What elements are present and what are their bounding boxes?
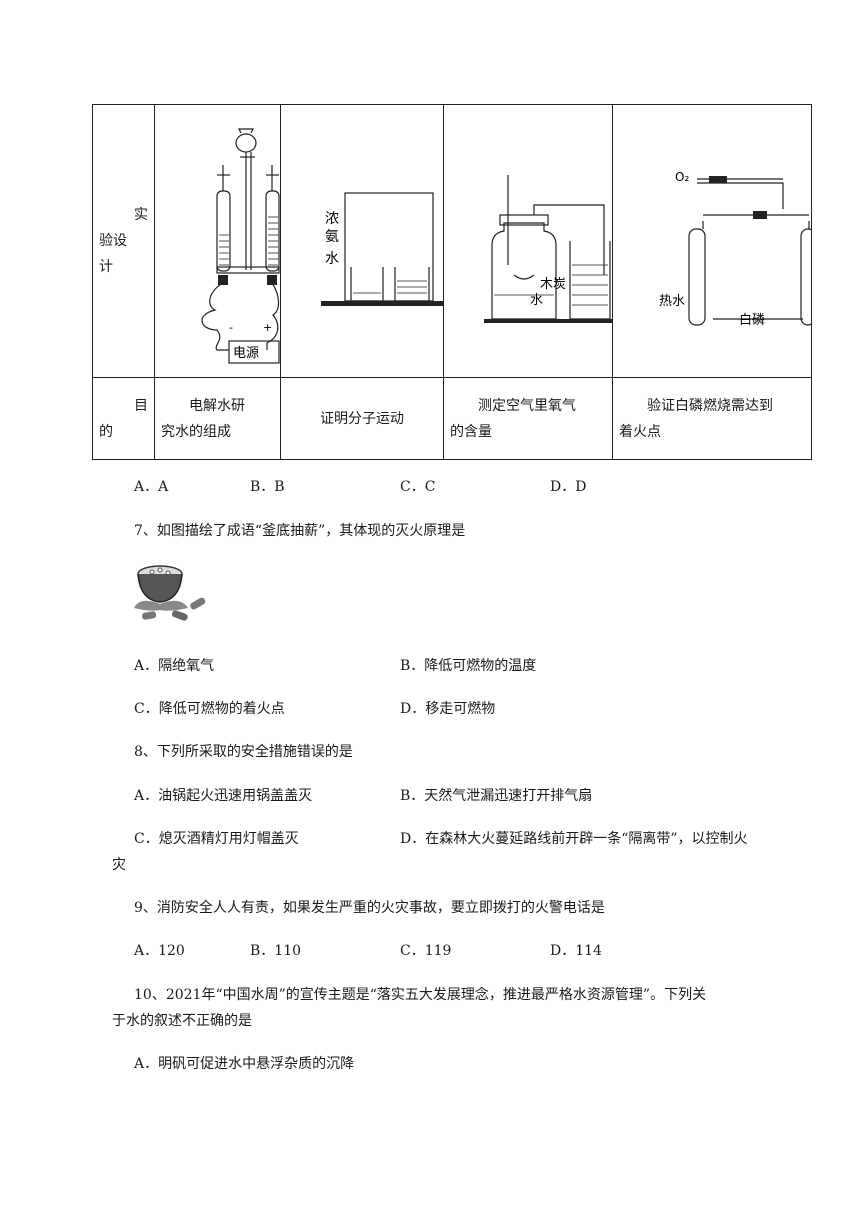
purpose-c: 测定空气里氧气 的含量 [443,377,613,460]
diagram-phosphorus: O₂ 热水 白磷 [612,104,812,378]
q8-option-c[interactable]: C．熄灭酒精灯用灯帽盖灭 [134,831,299,847]
q7-option-b[interactable]: B．降低可燃物的温度 [400,658,537,674]
q9-option-d[interactable]: D．114 [550,943,602,959]
q7-option-d[interactable]: D．移走可燃物 [400,701,496,717]
ammonia-label-3: 水 [325,251,339,267]
o2-label: O₂ [675,170,689,184]
water-label: 水 [530,293,543,308]
q6-option-c[interactable]: C．C [400,479,436,495]
q6-option-d[interactable]: D．D [550,479,587,495]
row-header-design: 实 验设 计 [92,104,155,378]
row-header-purpose: 目 的 [92,377,155,460]
experiment-table: 实 验设 计 [92,104,812,460]
q10-option-a[interactable]: A．明矾可促进水中悬浮杂质的沉降 [134,1056,355,1072]
q7-option-c[interactable]: C．降低可燃物的着火点 [134,701,285,717]
purpose-b: 证明分子运动 [280,377,444,460]
hotwater-label: 热水 [659,294,685,309]
electrode-plus: + [263,321,272,334]
q8-option-d[interactable]: D．在森林大火蔓延路线前开辟一条“隔离带”，以控制火 [400,831,748,847]
q8-option-a[interactable]: A．油锅起火迅速用锅盖盖灭 [134,788,313,804]
ammonia-label-1: 浓 [325,211,339,227]
diagram-electrolysis: - + 电源 [154,104,281,378]
q9-option-c[interactable]: C．119 [400,943,452,959]
q9-option-b[interactable]: B．110 [250,943,302,959]
charcoal-label: 木炭 [540,277,566,292]
purpose-a: 电解水研 究水的组成 [154,377,281,460]
diagram-ammonia: 浓 氨 水 [280,104,444,378]
q6-option-b[interactable]: B．B [250,479,285,495]
q8-option-b[interactable]: B．天然气泄漏迅速打开排气扇 [400,788,593,804]
phosphorus-label: 白磷 [739,312,765,328]
purpose-d: 验证白磷燃烧需达到 着火点 [612,377,812,460]
power-label: 电源 [233,346,259,361]
diagram-oxygen-content: 木炭 水 [443,104,613,378]
q7-option-a[interactable]: A．隔绝氧气 [134,658,215,674]
q9-option-a[interactable]: A．120 [134,943,185,959]
cauldron-image [130,560,212,628]
electrode-minus: - [229,321,233,334]
q6-option-a[interactable]: A．A [134,479,169,495]
ammonia-label-2: 氨 [325,229,339,245]
